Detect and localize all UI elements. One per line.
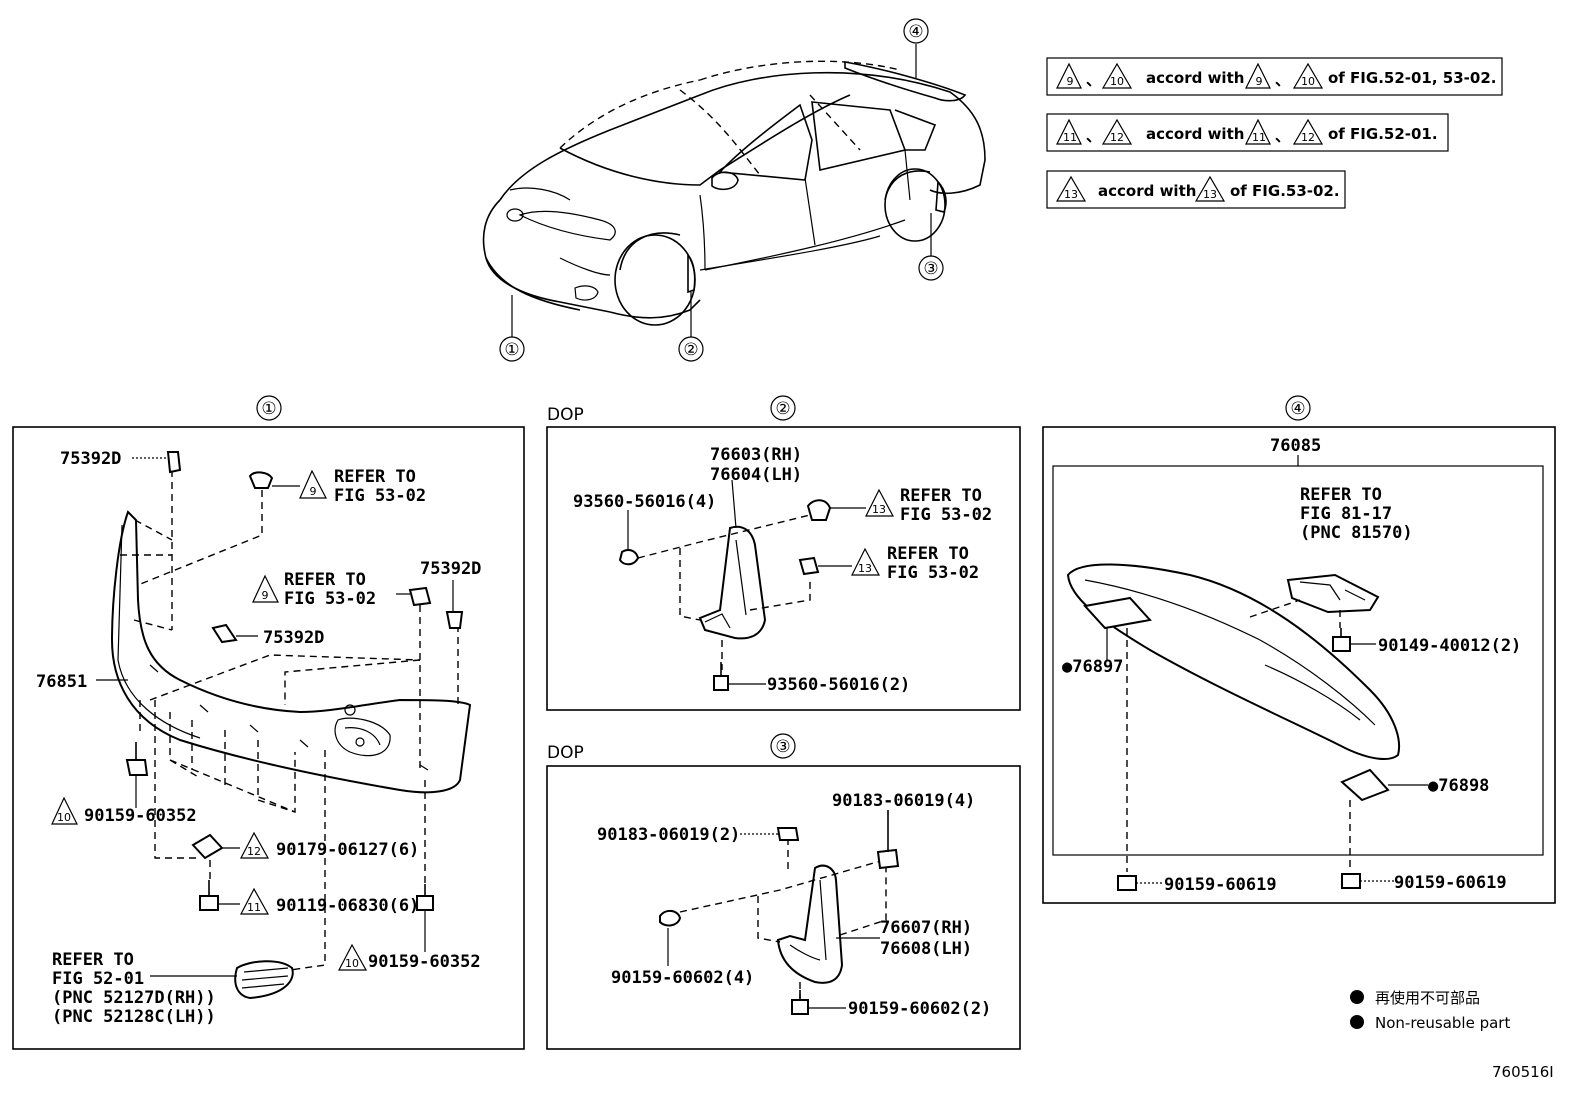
label-76085: 76085	[1270, 436, 1321, 456]
svg-text:9: 9	[310, 485, 317, 498]
label-90159-60602-a: 90159-60602(4)	[611, 968, 754, 988]
panel-1-front-bumper: ①	[12, 395, 525, 1050]
label-76898: ●76898	[1428, 776, 1489, 796]
label-90159-60619-b: 90159-60619	[1394, 873, 1507, 893]
legend: 再使用不可部品 Non-reusable part	[1350, 989, 1510, 1032]
label-76608: 76608(LH)	[880, 939, 972, 959]
panel-4-number: ④	[1290, 399, 1305, 419]
label-refer-9a-1: REFER TO	[334, 467, 416, 487]
label-90159-60352-a: 90159-60352	[84, 806, 197, 826]
svg-text:13: 13	[1064, 188, 1078, 201]
label-refer-9a-2: FIG 53-02	[334, 486, 426, 506]
svg-text:、: 、	[1275, 71, 1290, 89]
svg-text:11: 11	[1252, 131, 1266, 144]
svg-text:13: 13	[1203, 188, 1217, 201]
svg-text:10: 10	[57, 811, 71, 824]
svg-text:of FIG.52-01.: of FIG.52-01.	[1328, 125, 1438, 143]
label-refer-52-4: (PNC 52128C(LH))	[52, 1007, 216, 1027]
svg-text:、: 、	[1086, 71, 1101, 89]
svg-text:accord with: accord with	[1146, 69, 1244, 87]
svg-text:11: 11	[1063, 131, 1077, 144]
label-refer-81-1: REFER TO	[1300, 485, 1382, 505]
car-overview: ① ② ③ ④	[482, 18, 986, 362]
callout-2: ②	[683, 340, 698, 360]
panel-3-number: ③	[775, 737, 790, 757]
label-90159-60352-b: 90159-60352	[368, 952, 481, 972]
label-refer-52-1: REFER TO	[52, 950, 134, 970]
panel-3-dop: DOP	[547, 743, 584, 763]
callout-1: ①	[504, 340, 519, 360]
label-76604: 76604(LH)	[710, 465, 802, 485]
callout-4: ④	[908, 22, 923, 42]
panel-4-rear-spoiler: ④ 76085 REFER TO FIG 81-17 (PNC 8	[1042, 395, 1556, 904]
svg-text:12: 12	[247, 845, 261, 858]
label-90149-40012: 90149-40012(2)	[1378, 636, 1521, 656]
label-90159-60619-a: 90159-60619	[1164, 875, 1277, 895]
svg-text:12: 12	[1301, 131, 1315, 144]
label-refer-52-2: FIG 52-01	[52, 969, 144, 989]
label-75392d-b: 75392D	[420, 559, 481, 579]
svg-text:13: 13	[872, 503, 886, 516]
label-76603: 76603(RH)	[710, 445, 802, 465]
panel-2-dop: DOP	[547, 405, 584, 425]
svg-text:、: 、	[1086, 127, 1101, 145]
label-90179-06127: 90179-06127(6)	[276, 840, 419, 860]
svg-text:10: 10	[1301, 75, 1315, 88]
svg-text:of FIG.53-02.: of FIG.53-02.	[1230, 182, 1340, 200]
svg-text:13: 13	[858, 562, 872, 575]
callout-3: ③	[923, 259, 938, 279]
label-refer-9b-1: REFER TO	[284, 570, 366, 590]
panel-3-rear-mudguard: DOP ③ 90183-06019(4) 90183-06019(2) 9015…	[546, 733, 1021, 1050]
legend-en: Non-reusable part	[1375, 1014, 1510, 1032]
legend-jp: 再使用不可部品	[1375, 989, 1480, 1007]
note-box-1: 9 、 10 accord with 9 、 10 of FIG.52-01, …	[1046, 57, 1503, 96]
label-refer-9b-2: FIG 53-02	[284, 589, 376, 609]
label-refer-13b-1: REFER TO	[887, 544, 969, 564]
label-90183-06019-b: 90183-06019(2)	[597, 825, 740, 845]
label-93560-56016-b: 93560-56016(2)	[767, 675, 910, 695]
panel-2-number: ②	[775, 399, 790, 419]
svg-text:11: 11	[247, 901, 261, 914]
svg-text:9: 9	[1067, 75, 1074, 88]
label-refer-81-3: (PNC 81570)	[1300, 523, 1413, 543]
svg-text:accord with: accord with	[1098, 182, 1196, 200]
svg-text:9: 9	[1256, 75, 1263, 88]
label-refer-13a-2: FIG 53-02	[900, 505, 992, 525]
label-76897: ●76897	[1062, 657, 1123, 677]
svg-text:、: 、	[1275, 127, 1290, 145]
label-90183-06019-a: 90183-06019(4)	[832, 791, 975, 811]
label-93560-56016-a: 93560-56016(4)	[573, 492, 716, 512]
note-box-3: 13 accord with 13 of FIG.53-02.	[1046, 170, 1346, 209]
label-refer-13a-1: REFER TO	[900, 486, 982, 506]
label-refer-81-2: FIG 81-17	[1300, 504, 1392, 524]
svg-text:10: 10	[345, 957, 359, 970]
label-refer-13b-2: FIG 53-02	[887, 563, 979, 583]
note-box-2: 11 、 12 accord with 11 、 12 of FIG.52-01…	[1046, 113, 1449, 152]
label-90119-06830: 90119-06830(6)	[276, 896, 419, 916]
panel-2-front-mudguard: DOP ② 76603(RH) 76604(LH) 93560-56016(4)…	[546, 395, 1021, 711]
label-90159-60602-b: 90159-60602(2)	[848, 999, 991, 1019]
label-76607: 76607(RH)	[880, 918, 972, 938]
label-75392d-a: 75392D	[60, 449, 121, 469]
svg-text:9: 9	[262, 589, 269, 602]
svg-text:accord with: accord with	[1146, 125, 1244, 143]
svg-text:10: 10	[1110, 75, 1124, 88]
panel-1-number: ①	[261, 399, 276, 419]
svg-text:12: 12	[1110, 131, 1124, 144]
label-75392d-c: 75392D	[263, 628, 324, 648]
label-76851: 76851	[36, 672, 87, 692]
svg-text:of FIG.52-01, 53-02.: of FIG.52-01, 53-02.	[1328, 69, 1496, 87]
label-refer-52-3: (PNC 52127D(RH))	[52, 988, 216, 1008]
document-id: 760516I	[1492, 1063, 1554, 1081]
